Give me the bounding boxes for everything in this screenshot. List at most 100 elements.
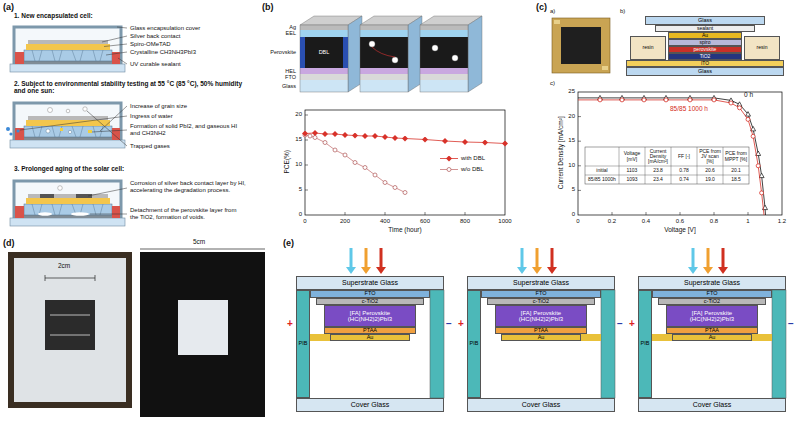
layer-box: resin bbox=[744, 36, 780, 60]
axis-tick: 1000 bbox=[498, 218, 511, 225]
note-text: Ingress of water bbox=[130, 113, 173, 120]
layer-label: [FA] Perovskite (HC(NH2)2)PbI3 bbox=[339, 310, 401, 323]
table-cell: initial bbox=[586, 166, 618, 175]
axis-tick: 10 bbox=[295, 161, 302, 168]
dimension-label: 5cm bbox=[193, 238, 205, 245]
layer-box: Au bbox=[501, 334, 581, 341]
layer-label: Superstrate Glass bbox=[513, 279, 569, 286]
axis-tick: 5 bbox=[299, 186, 302, 193]
table-cell: FF [-] bbox=[672, 147, 696, 166]
layer-label: c-TiO2 bbox=[704, 299, 720, 305]
note-text: Glass encapsulation cover bbox=[130, 25, 200, 32]
layer-label: resin bbox=[757, 45, 768, 50]
table-cell: PCE from JV scan [%] bbox=[698, 147, 722, 166]
axis-tick: 0 bbox=[572, 211, 575, 218]
note-text: 1. New encapsulated cell: bbox=[14, 12, 93, 19]
legend-text: w/o DBL bbox=[461, 166, 484, 173]
layer-label: PTAA bbox=[705, 328, 719, 334]
layer-box: Au bbox=[672, 334, 752, 341]
layer-label: Glass bbox=[698, 69, 712, 75]
layer-box: resin bbox=[630, 36, 666, 60]
layer-box: PTAA bbox=[324, 327, 416, 334]
note-text: Corrosion of silver back contact layer b… bbox=[130, 180, 246, 194]
layer-box: [FA] Perovskite (HC(NH2)2)PbI3 bbox=[324, 305, 416, 327]
layer-box: Cover Glass bbox=[638, 398, 786, 412]
layer-box: Glass bbox=[645, 16, 765, 25]
table-cell: Voltage [mV] bbox=[620, 147, 644, 166]
layer-box: TiO2 bbox=[668, 53, 742, 60]
layer-label: c-TiO2 bbox=[362, 299, 378, 305]
layer-box: Superstrate Glass bbox=[638, 276, 786, 290]
layer-label: ITO bbox=[701, 61, 709, 66]
table-cell: PCE from MPPT [%] bbox=[724, 147, 748, 166]
layer-box: FTO bbox=[481, 290, 601, 298]
note-text: 2. Subject to environmental stability te… bbox=[14, 80, 248, 95]
dimension-label: 2cm bbox=[58, 262, 70, 269]
layer-label: c-TiO2 bbox=[533, 299, 549, 305]
table-cell: 23.8 bbox=[646, 166, 670, 175]
layer-label: perovskite bbox=[694, 47, 717, 52]
panel-label: (b) bbox=[262, 2, 274, 12]
note-text: Spiro-OMeTAD bbox=[130, 41, 171, 48]
table-cell: 1103 bbox=[620, 166, 644, 175]
table-cell: 20.1 bbox=[724, 166, 748, 175]
layer-box: c-TiO2 bbox=[316, 298, 424, 305]
panel-label: (d) bbox=[3, 238, 15, 248]
layer-box: ITO bbox=[626, 60, 784, 67]
table-cell: 20.6 bbox=[698, 166, 722, 175]
layer-box: Au bbox=[668, 32, 742, 39]
polarity-sign: + bbox=[287, 318, 293, 330]
axis-tick: 20 bbox=[295, 111, 302, 118]
layer-label: Superstrate Glass bbox=[684, 279, 740, 286]
axis-tick: 15 bbox=[295, 136, 302, 143]
layer-box: [FA] Perovskite (HC(NH2)2)PbI3 bbox=[666, 305, 758, 327]
axis-tick: 0.2 bbox=[608, 218, 616, 225]
layer-label: Glass bbox=[282, 83, 296, 89]
layer-box: PTAA bbox=[495, 327, 587, 334]
axis-title: Current Density [mA/cm²] bbox=[556, 117, 563, 190]
axis-tick: 200 bbox=[340, 218, 350, 225]
note-text: Formation of solid PbI2, and gaseous HI … bbox=[130, 123, 246, 137]
layer-box: PIB bbox=[296, 290, 310, 398]
axis-tick: 0.8 bbox=[710, 218, 718, 225]
layer-label: Ag bbox=[289, 24, 296, 30]
layer-box: PTAA bbox=[666, 327, 758, 334]
polarity-sign: − bbox=[446, 318, 452, 330]
layer-label: PIB bbox=[470, 341, 479, 347]
layer-box: Cover Glass bbox=[296, 398, 444, 412]
layer-label: TiO2 bbox=[700, 54, 711, 59]
axis-tick: 10 bbox=[568, 162, 575, 169]
table-cell: 0.78 bbox=[672, 166, 696, 175]
layer-box: Cover Glass bbox=[467, 398, 615, 412]
axis-tick: 0.4 bbox=[642, 218, 650, 225]
layer-label: PIB bbox=[299, 341, 308, 347]
axis-tick: 15 bbox=[568, 137, 575, 144]
panel-label: (e) bbox=[283, 238, 294, 248]
note-text: 3. Prolonged aging of the solar cell: bbox=[14, 165, 124, 172]
curve-label: 0 h bbox=[744, 91, 753, 98]
note-text: Crystalline CH3NH3PbI3 bbox=[130, 49, 196, 56]
axis-tick: 0.6 bbox=[676, 218, 684, 225]
layer-box: Au bbox=[330, 334, 410, 341]
layer-box: sealant bbox=[655, 25, 755, 32]
polarity-sign: − bbox=[788, 318, 794, 330]
layer-label: Au bbox=[709, 335, 716, 341]
axis-tick: 400 bbox=[380, 218, 390, 225]
layer-label: FTO bbox=[707, 291, 718, 297]
layer-label: Cover Glass bbox=[351, 401, 390, 408]
layer-label: Au bbox=[538, 335, 545, 341]
polarity-sign: + bbox=[629, 318, 635, 330]
axis-title: Time (hour) bbox=[388, 226, 421, 233]
layer-label: Superstrate Glass bbox=[342, 279, 398, 286]
note-text: Trapped gases bbox=[130, 143, 170, 150]
layer-label: PTAA bbox=[363, 328, 377, 334]
table-cell: 1093 bbox=[620, 175, 644, 184]
layer-label: Perovskite bbox=[270, 49, 296, 55]
layer-label: Au bbox=[367, 335, 374, 341]
layer-box: PIB bbox=[638, 290, 652, 398]
note-text: Silver back contact bbox=[130, 33, 180, 40]
axis-tick: 20 bbox=[568, 113, 575, 120]
axis-title: Voltage [V] bbox=[664, 226, 695, 233]
layer-box: [FA] Perovskite (HC(NH2)2)PbI3 bbox=[495, 305, 587, 327]
polarity-sign: − bbox=[617, 318, 623, 330]
